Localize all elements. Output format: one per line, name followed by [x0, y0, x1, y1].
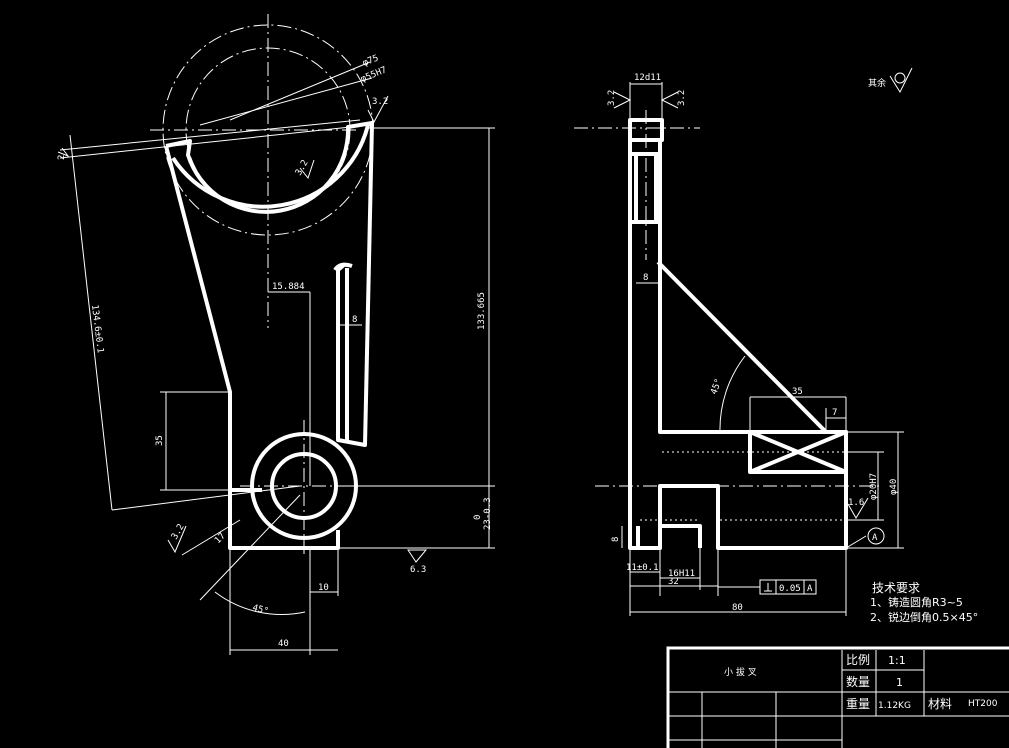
roughness-bottom	[407, 549, 428, 563]
dim-133: 133.665	[477, 292, 487, 330]
dim-r32-inner: 3.2	[294, 158, 311, 177]
ext-line-17	[181, 519, 241, 556]
dim-tol0: 0	[473, 515, 483, 520]
front-view: φ75 φ55H7 3.2 3.2 2 134.6±0.1 15.884 8 1…	[57, 14, 495, 655]
rib-diagonal	[656, 260, 828, 434]
dim-side-8-text: 8	[643, 273, 648, 283]
rest-finish-symbol	[889, 67, 913, 94]
part-name: 小 拔 叉	[724, 666, 757, 678]
roughness-left	[57, 147, 70, 158]
gt-value: 0.05	[779, 584, 801, 594]
gt-datum: A	[807, 584, 813, 594]
weight-label: 重量	[846, 697, 870, 711]
dim-d75: φ75	[361, 53, 380, 68]
dim-40: 40	[278, 639, 289, 649]
dim-side-45-text: 45°	[709, 377, 724, 396]
side-view: 12d11 3.2 3.2 8 45° 35 7 φ20H7 φ40 1.6 A…	[574, 73, 904, 616]
dim-35: 35	[155, 435, 165, 446]
dim-r32-r: 3.2	[677, 90, 687, 106]
dim-tol23: 23-0.3	[483, 497, 493, 530]
web-top-curve	[333, 262, 353, 272]
rest-finish-label: 其余	[868, 77, 886, 89]
dim-r32-bottom: 3.2	[170, 522, 187, 541]
dim-d55: φ55H7	[359, 65, 388, 84]
qty-value: 1	[896, 676, 903, 689]
tech-item-1: 1、铸造圆角R3~5	[870, 595, 963, 609]
ext-line-angled-3	[111, 485, 301, 511]
ext-line-angled-2	[59, 125, 361, 159]
datum-text: A	[872, 533, 878, 543]
dim-10: 10	[318, 583, 329, 593]
dim-16-text: 1.6	[848, 498, 864, 508]
perpendicular-icon	[764, 583, 772, 592]
fork-outline	[165, 121, 374, 447]
scale-value: 1:1	[888, 654, 906, 667]
dim-12d11: 12d11	[634, 73, 661, 83]
rest-finish-circle	[894, 72, 906, 84]
rest-finish: 其余	[868, 67, 913, 94]
dim-side-35-text: 35	[792, 387, 803, 397]
side-outline	[628, 118, 848, 550]
dim-16h11-text: 16H11	[668, 569, 695, 579]
dim-arc-side-45	[719, 355, 746, 433]
dim-d40-text: φ40	[889, 479, 899, 495]
dim-32-text: 32	[668, 577, 679, 587]
leader-d55	[199, 77, 373, 126]
datum-leader	[845, 535, 867, 549]
datum-circle	[867, 527, 885, 545]
ext-line-angled-1	[59, 119, 361, 151]
rough-side-left	[613, 91, 632, 109]
tech-requirements: 技术要求 1、铸造圆角R3~5 2、锐边倒角0.5×45°	[870, 581, 978, 624]
roughness-inner	[299, 159, 315, 180]
dim-side-7-text: 7	[832, 408, 837, 418]
dim-line-134	[69, 134, 113, 511]
dim-r32-top: 3.2	[372, 97, 388, 107]
dim-45: 45°	[251, 603, 269, 617]
qty-label: 数量	[846, 674, 870, 689]
hub-inner-circle	[270, 452, 338, 520]
material-value: HT200	[968, 699, 998, 709]
rough-side-right	[660, 91, 679, 109]
dim-63: 6.3	[410, 565, 426, 575]
side-notch	[660, 524, 702, 548]
dim-d20-text: φ20H7	[869, 473, 879, 500]
roughness-lower-left	[167, 525, 187, 554]
tech-title: 技术要求	[872, 581, 920, 595]
dim-arc-45	[214, 591, 306, 615]
fork-outer-arc	[171, 124, 370, 209]
ext-line-45	[199, 494, 301, 601]
dim-15884: 15.884	[272, 282, 305, 292]
title-frame	[666, 646, 1009, 748]
scale-label: 比例	[846, 653, 870, 667]
weight-value: 1.12KG	[878, 701, 911, 711]
dim-r2: 2	[57, 155, 67, 160]
dim-side-h8-text: 8	[611, 537, 621, 542]
dim-17: 17	[213, 531, 228, 546]
dim-web-8: 8	[352, 315, 357, 325]
dim-r32-l: 3.2	[607, 90, 617, 106]
tech-item-2: 2、锐边倒角0.5×45°	[870, 610, 978, 624]
dim-11-text: 11±0.1	[626, 563, 659, 573]
roughness-top	[367, 95, 389, 124]
title-block: 小 拔 叉 比例 1:1 数量 1 重量 1.12KG 材料 HT200	[666, 646, 1009, 748]
material-label: 材料	[928, 697, 952, 711]
dim-80-text: 80	[732, 603, 743, 613]
rough-16	[847, 497, 869, 519]
